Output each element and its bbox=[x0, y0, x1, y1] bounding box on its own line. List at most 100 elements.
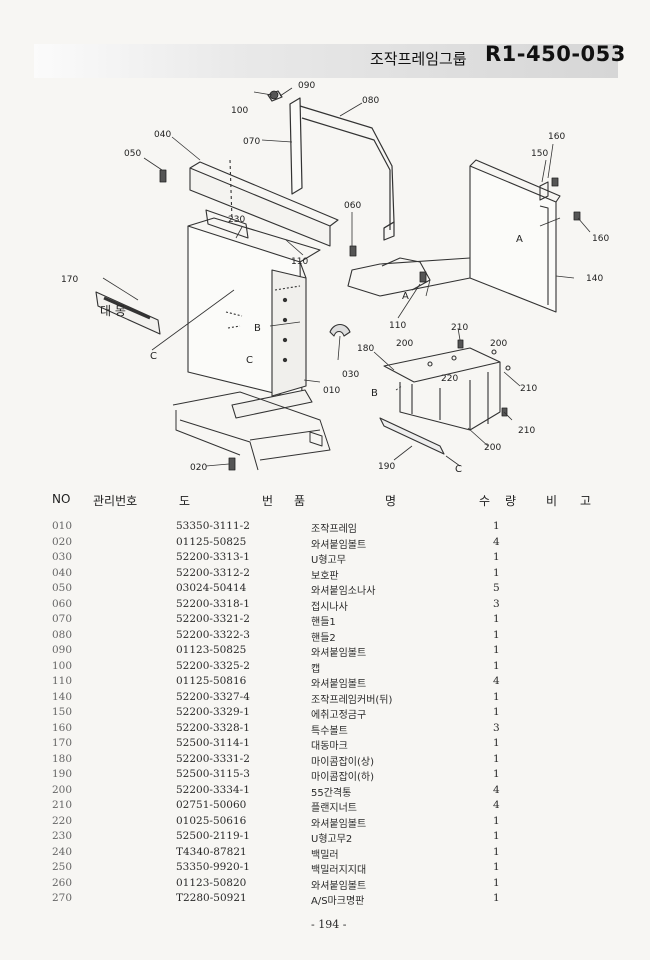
row-part-no: 03024-50414 bbox=[176, 582, 247, 594]
row-part-no: 52500-3114-1 bbox=[176, 737, 250, 749]
callout-160-a: 160 bbox=[548, 132, 565, 142]
col-remark-2: 고 bbox=[580, 494, 592, 508]
row-no: 220 bbox=[52, 814, 73, 827]
row-name: 와셔붙임볼트 bbox=[311, 880, 367, 892]
row-qty: 1 bbox=[493, 845, 500, 858]
row-name: 마이콤잡이(상) bbox=[311, 756, 375, 768]
row-name: 캡 bbox=[311, 663, 321, 675]
col-no: NO bbox=[52, 492, 71, 506]
row-part-no: 52500-2119-1 bbox=[176, 830, 250, 842]
header-band bbox=[34, 44, 618, 78]
row-no: 030 bbox=[52, 551, 73, 563]
row-name: 와셔붙임볼트 bbox=[311, 648, 367, 659]
row-no: 020 bbox=[52, 535, 73, 548]
callout-160-b: 160 bbox=[592, 234, 609, 244]
row-qty: 1 bbox=[493, 814, 500, 827]
col-name-1: 품 bbox=[294, 494, 306, 508]
operation-frame bbox=[187, 217, 321, 419]
row-no: 250 bbox=[52, 861, 73, 873]
row-part-no: 52500-3115-3 bbox=[176, 768, 250, 780]
col-drawing-2: 번 bbox=[262, 494, 274, 508]
callout-110-a: 110 bbox=[291, 257, 308, 267]
rear-cover bbox=[347, 159, 561, 313]
col-mgmt-no: 관리번호 bbox=[93, 494, 138, 508]
row-part-no: T2280-50921 bbox=[176, 892, 247, 904]
row-name: 와셔붙임볼트 bbox=[311, 818, 367, 830]
callout-010: 010 bbox=[323, 386, 340, 396]
row-name: 조작프레임커버(뒤) bbox=[311, 694, 393, 706]
row-no: 150 bbox=[52, 706, 73, 718]
ref-a-2: A bbox=[402, 291, 409, 302]
row-part-no: 01125-50816 bbox=[176, 675, 247, 687]
row-qty: 1 bbox=[493, 706, 500, 718]
row-qty: 1 bbox=[493, 613, 500, 625]
row-qty: 1 bbox=[493, 659, 500, 672]
row-qty: 4 bbox=[493, 783, 500, 796]
row-qty: 1 bbox=[493, 628, 500, 641]
row-qty: 3 bbox=[493, 597, 500, 610]
row-qty: 1 bbox=[493, 690, 500, 703]
col-qty-1: 수 bbox=[479, 494, 491, 508]
row-part-no: T4340-87821 bbox=[176, 845, 247, 858]
row-part-no: 52200-3312-2 bbox=[176, 566, 250, 579]
ref-b-1: B bbox=[254, 323, 261, 334]
row-no: 230 bbox=[52, 830, 73, 842]
callout-070: 070 bbox=[243, 137, 260, 147]
console-holder-assembly bbox=[379, 347, 511, 455]
row-name: U형고무 bbox=[311, 555, 346, 566]
row-no: 260 bbox=[52, 876, 73, 889]
row-name: 와셔붙임소나사 bbox=[311, 586, 376, 597]
row-qty: 1 bbox=[493, 520, 500, 532]
ref-b-2: B bbox=[371, 388, 378, 399]
row-qty: 1 bbox=[493, 892, 500, 904]
row-name: 대동마크 bbox=[311, 741, 348, 752]
row-qty: 1 bbox=[493, 551, 500, 563]
row-name: 접시나사 bbox=[311, 601, 348, 613]
row-part-no: 52200-3325-2 bbox=[176, 659, 250, 672]
col-drawing-1: 도 bbox=[179, 494, 191, 508]
row-part-no: 02751-50060 bbox=[176, 799, 247, 811]
callout-220: 220 bbox=[441, 374, 458, 384]
row-part-no: 52200-3321-2 bbox=[176, 613, 250, 625]
row-qty: 4 bbox=[493, 535, 500, 548]
callout-210-c: 210 bbox=[518, 426, 535, 436]
row-no: 040 bbox=[52, 566, 73, 579]
page-number: - 194 - bbox=[311, 918, 347, 931]
ref-a-1: A bbox=[516, 234, 523, 245]
row-part-no: 52200-3331-2 bbox=[176, 752, 250, 765]
row-no: 200 bbox=[52, 783, 73, 796]
row-no: 270 bbox=[52, 892, 73, 904]
row-no: 070 bbox=[52, 613, 73, 625]
row-name: 백밀러 bbox=[311, 849, 339, 861]
row-name: 와셔붙임볼트 bbox=[311, 539, 367, 551]
daedong-mark bbox=[95, 291, 161, 335]
col-name-2: 명 bbox=[385, 494, 397, 508]
row-no: 140 bbox=[52, 690, 73, 703]
leader-lines bbox=[102, 87, 591, 467]
row-qty: 1 bbox=[493, 566, 500, 579]
callout-230: 230 bbox=[228, 215, 245, 225]
row-name: U형고무2 bbox=[311, 834, 353, 845]
callout-190: 190 bbox=[378, 462, 395, 472]
callout-200-c: 200 bbox=[484, 443, 501, 453]
callout-170: 170 bbox=[61, 275, 78, 285]
row-name: 조작프레임 bbox=[311, 524, 357, 535]
row-qty: 4 bbox=[493, 799, 500, 811]
callout-100: 100 bbox=[231, 106, 248, 116]
row-part-no: 01123-50820 bbox=[176, 876, 247, 889]
row-qty: 1 bbox=[493, 830, 500, 842]
callout-180: 180 bbox=[357, 344, 374, 354]
row-qty: 3 bbox=[493, 721, 500, 734]
group-code: R1-450-053 bbox=[485, 42, 626, 66]
row-no: 160 bbox=[52, 721, 73, 734]
